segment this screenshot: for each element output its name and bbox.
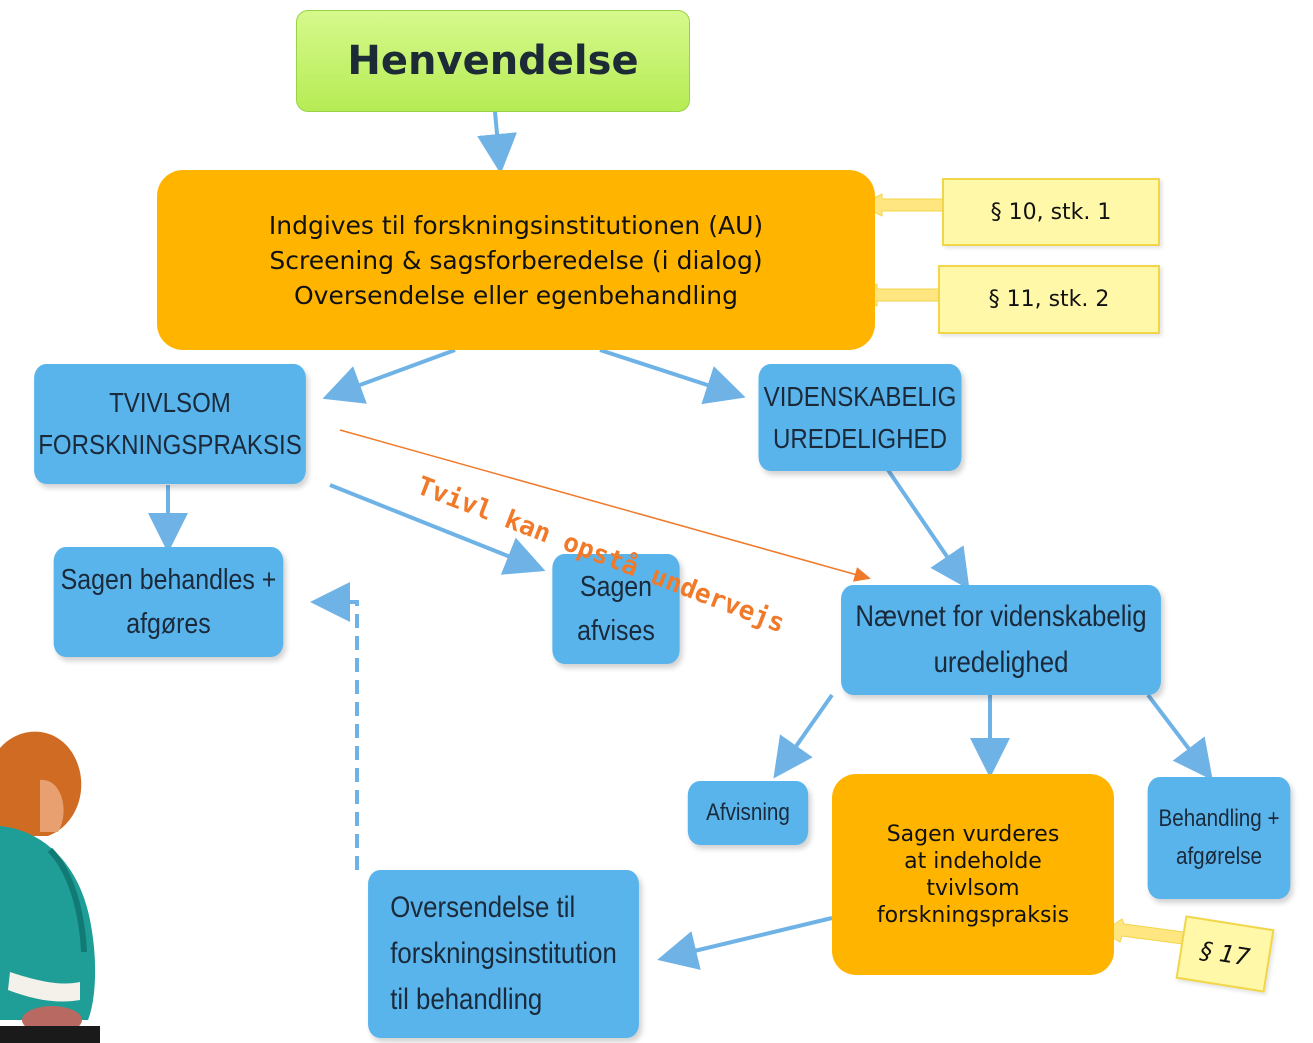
- arrow-henvendelse-indgives: [477, 111, 517, 174]
- note-paragraph-11: § 11, stk. 2: [938, 265, 1160, 334]
- node-behandling: Behandling + afgørelse: [1147, 777, 1291, 899]
- node-naevnet: Nævnet for videnskabelig uredelighed: [841, 585, 1161, 695]
- node-videnskabelig-line: UREDELIGHED: [773, 422, 947, 454]
- arrow-indgives-tvivlsom: [322, 348, 456, 404]
- note-pointer-17: [1102, 918, 1185, 945]
- node-afvisning-label: Afvisning: [706, 799, 790, 826]
- tvivl-arrow: [339, 429, 871, 582]
- node-afvises-line: afvises: [577, 615, 655, 647]
- node-tvivlsom-line: TVIVLSOM: [109, 387, 231, 418]
- node-behandling-line: Behandling +: [1158, 805, 1280, 832]
- person-illustration: [0, 731, 100, 1043]
- node-vurderes-line: forskningspraksis: [876, 902, 1070, 928]
- node-afvisning: Afvisning: [687, 781, 809, 845]
- node-oversendelse: Oversendelse til forskningsinstitution t…: [368, 870, 639, 1038]
- node-vurderes-line: at indeholde: [904, 848, 1042, 874]
- node-henvendelse-label: Henvendelse: [347, 38, 639, 84]
- node-henvendelse: Henvendelse: [296, 10, 690, 112]
- node-behandling-line: afgørelse: [1175, 843, 1263, 870]
- node-indgives-line: Screening & sagsforberedelse (i dialog): [269, 245, 763, 275]
- arrow-indgives-videnskabelig: [599, 348, 746, 405]
- node-indgives: Indgives til forskningsinstitutionen (AU…: [157, 170, 875, 350]
- node-vurderes: Sagen vurderes at indeholde tvivlsom for…: [832, 774, 1114, 975]
- node-afvises-line: Sagen: [579, 571, 653, 603]
- node-oversendelse-line: forskningsinstitution: [390, 937, 617, 970]
- dashed-return-arrow: [310, 582, 359, 870]
- node-indgives-line: Oversendelse eller egenbehandling: [293, 280, 739, 310]
- node-vurderes-line: tvivlsom: [926, 875, 1020, 901]
- node-naevnet-line: uredelighed: [933, 646, 1069, 679]
- arrow-naevnet-behandling: [1146, 693, 1213, 781]
- node-behandles-line: afgøres: [126, 608, 211, 640]
- arrow-vurderes-oversendelse: [657, 916, 833, 970]
- node-oversendelse-line: til behandling: [390, 983, 543, 1016]
- node-videnskabelig: VIDENSKABELIG UREDELIGHED: [758, 364, 962, 471]
- node-behandles-line: Sagen behandles +: [60, 564, 277, 596]
- note-paragraph-17-label: § 17: [1198, 936, 1252, 972]
- node-indgives-line: Indgives til forskningsinstitutionen (AU…: [268, 210, 764, 240]
- note-paragraph-10: § 10, stk. 1: [942, 178, 1160, 246]
- note-paragraph-11-label: § 11, stk. 2: [988, 287, 1110, 312]
- note-paragraph-10-label: § 10, stk. 1: [990, 199, 1112, 225]
- note-paragraph-17: § 17: [1175, 915, 1275, 993]
- node-behandles: Sagen behandles + afgøres: [53, 547, 284, 657]
- node-vurderes-line: Sagen vurderes: [886, 821, 1060, 847]
- node-videnskabelig-line: VIDENSKABELIG: [763, 380, 957, 412]
- arrow-tvivlsom-afvises: [329, 483, 546, 575]
- arrow-naevnet-afvisning: [773, 693, 834, 779]
- arrow-videnskabelig-naevnet: [886, 468, 970, 590]
- node-tvivlsom: TVIVLSOM FORSKNINGSPRAKSIS: [34, 364, 306, 484]
- node-oversendelse-line: Oversendelse til: [390, 891, 576, 924]
- node-naevnet-line: Nævnet for videnskabelig: [855, 600, 1147, 633]
- node-afvises: Sagen afvises: [552, 554, 680, 664]
- node-tvivlsom-line: FORSKNINGSPRAKSIS: [38, 429, 302, 460]
